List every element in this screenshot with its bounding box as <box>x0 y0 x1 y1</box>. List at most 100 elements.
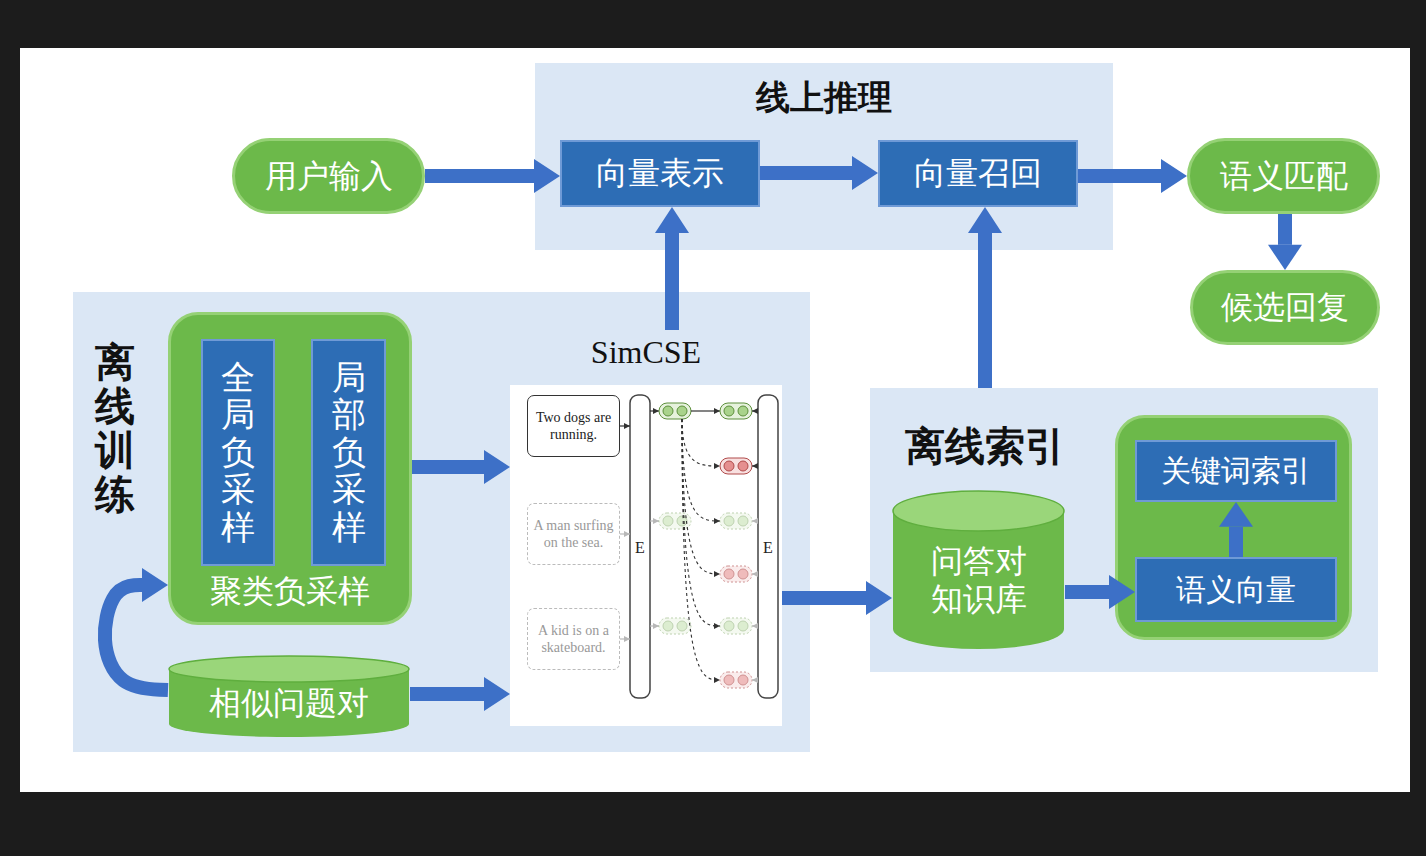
box-label: 全局负采样 <box>221 359 255 546</box>
embedding-pair <box>720 618 752 634</box>
output-pill: 语义匹配 <box>1187 138 1380 214</box>
index-box: 关键词索引 <box>1135 440 1337 502</box>
embedding-dot <box>724 621 734 631</box>
box-label: 向量召回 <box>914 154 1042 192</box>
encode-arrow <box>752 679 758 680</box>
embedding-pair <box>720 513 752 529</box>
embedding-dot <box>724 516 734 526</box>
embedding-dot <box>677 621 687 631</box>
encode-arrow <box>752 520 758 521</box>
embedding-pair <box>720 458 752 474</box>
input-arrow <box>620 638 630 639</box>
sampling-group: 聚类负采样 全局负采样 局部负采样 <box>168 312 412 625</box>
pair-outline <box>659 403 691 419</box>
encoder-bar <box>758 395 778 698</box>
box-label: 问答对 知识库 <box>924 542 1034 619</box>
box-label: 向量表示 <box>596 154 724 192</box>
arrow-head <box>1268 245 1302 270</box>
encoder-label: E <box>635 539 645 557</box>
panel-title: 离线训练 <box>95 292 135 516</box>
encode-arrow <box>650 520 659 521</box>
box-label: 候选回复 <box>1221 288 1349 326</box>
embedding-pair <box>720 672 752 688</box>
embedding-pair <box>720 403 752 419</box>
box-label: 用户输入 <box>265 157 393 195</box>
panel-title: 离线索引 <box>905 422 1065 470</box>
input-pill: 用户输入 <box>232 138 425 214</box>
embedding-dot <box>738 621 748 631</box>
encode-arrow <box>752 410 758 411</box>
output-pill: 候选回复 <box>1190 270 1380 345</box>
negative-link <box>682 419 720 680</box>
index-group-fill <box>1117 417 1351 639</box>
embedding-dot <box>724 675 734 685</box>
arrow-shaft <box>1278 214 1292 245</box>
arrow-shaft <box>425 169 534 183</box>
box-label: 关键词索引 <box>1161 453 1311 489</box>
cylinder-top <box>893 491 1064 531</box>
arrow-head <box>1161 159 1187 193</box>
process-box: 向量表示 <box>560 140 760 207</box>
encode-arrow <box>650 410 659 411</box>
sentence-box: A kid is on a skateboard. <box>527 608 620 670</box>
embedding-pair <box>659 618 691 634</box>
negative-link <box>682 419 720 521</box>
online-panel: 线上推理向量表示 向量召回 <box>535 63 1113 250</box>
index-box: 语义向量 <box>1135 557 1337 622</box>
input-arrow <box>620 425 630 426</box>
box-label: 语义向量 <box>1176 572 1296 608</box>
input-arrow <box>620 533 630 534</box>
negative-link <box>682 419 720 466</box>
encoder-bar <box>630 395 650 698</box>
panel-title: 线上推理 <box>535 77 1113 118</box>
encode-arrow <box>752 625 758 626</box>
embedding-dot <box>738 516 748 526</box>
embedding-pair <box>659 403 691 419</box>
encode-arrow <box>752 573 758 574</box>
cylinder-top <box>169 656 409 682</box>
positive-arrow <box>691 410 720 411</box>
sampling-box: 局部负采样 <box>311 339 386 566</box>
embedding-dot <box>663 516 673 526</box>
process-box: 向量召回 <box>878 140 1078 207</box>
pair-outline <box>720 672 752 688</box>
offline-index-panel: 离线索引问答对 知识库 关键词索引语义向量 <box>870 388 1378 672</box>
embedding-dot <box>663 406 673 416</box>
offline-training-panel: 离线训练聚类负采样 全局负采样 局部负采样相似问题对 SimCSE Two dogs … <box>73 292 810 752</box>
pair-outline <box>659 618 691 634</box>
embedding-dot <box>663 621 673 631</box>
embedding-dot <box>724 461 734 471</box>
negative-link <box>682 419 720 574</box>
box-label: Two dogs are running. <box>532 409 615 444</box>
box-label: 局部负采样 <box>332 359 366 546</box>
embedding-dot <box>724 406 734 416</box>
sampling-box: 全局负采样 <box>201 339 275 566</box>
figure-background <box>510 385 782 726</box>
flow-arrow <box>1268 214 1302 270</box>
arrow-shaft <box>978 233 992 388</box>
pair-outline <box>720 566 752 582</box>
simcse-figure: SimCSE Two dogs are running. A man surfing… <box>510 330 782 726</box>
pair-outline <box>720 458 752 474</box>
encoder-label: E <box>763 539 773 557</box>
embedding-dot <box>738 569 748 579</box>
embedding-dot <box>738 675 748 685</box>
knowledge-base-cylinder: 问答对 知识库 <box>892 490 1065 650</box>
box-label: 相似问题对 <box>209 684 369 722</box>
embedding-pair <box>720 566 752 582</box>
box-label: A man surfing on the sea. <box>532 517 615 552</box>
sentence-box: Two dogs are running. <box>527 395 620 457</box>
embedding-dot <box>738 406 748 416</box>
encode-arrow <box>752 465 758 466</box>
embedding-dot <box>677 406 687 416</box>
box-label: A kid is on a skateboard. <box>532 622 615 657</box>
pair-outline <box>720 403 752 419</box>
box-label: 语义匹配 <box>1220 157 1348 195</box>
embedding-dot <box>724 569 734 579</box>
encode-arrow <box>650 625 659 626</box>
box-label: 聚类负采样 <box>210 572 370 610</box>
pair-outline <box>720 513 752 529</box>
sentence-box: A man surfing on the sea. <box>527 503 620 565</box>
negative-link <box>682 419 720 626</box>
panel-title: SimCSE <box>591 333 701 371</box>
